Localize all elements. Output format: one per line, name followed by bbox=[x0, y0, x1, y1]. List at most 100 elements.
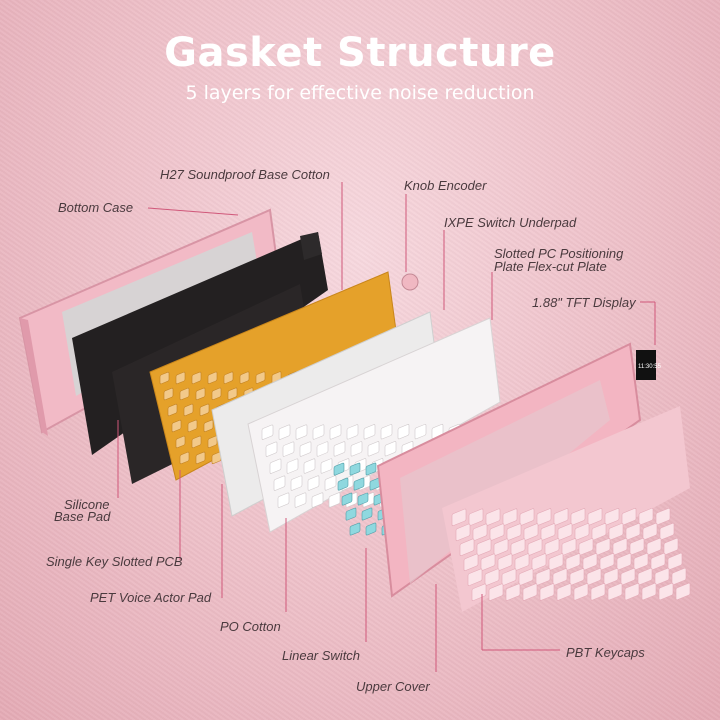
grid-cell bbox=[638, 507, 654, 526]
grid-cell bbox=[489, 523, 505, 541]
grid-cell bbox=[497, 553, 513, 571]
grid-cell bbox=[286, 458, 299, 474]
grid-cell bbox=[574, 523, 590, 541]
grid-cell bbox=[608, 523, 624, 541]
grid-cell bbox=[459, 538, 475, 556]
label-bottom-case: Bottom Case bbox=[58, 200, 134, 215]
grid-cell bbox=[586, 568, 602, 586]
grid-cell bbox=[488, 583, 504, 601]
grid-cell bbox=[451, 508, 467, 527]
grid-cell bbox=[654, 567, 670, 586]
grid-cell bbox=[595, 538, 611, 556]
grid-cell bbox=[463, 553, 479, 571]
grid-cell bbox=[556, 583, 572, 601]
grid-cell bbox=[397, 424, 410, 440]
grid-cell bbox=[667, 552, 683, 571]
grid-cell bbox=[527, 538, 543, 556]
grid-cell bbox=[493, 538, 509, 556]
label-linear-switch: Linear Switch bbox=[282, 648, 361, 663]
label-ixpe-underpad: IXPE Switch Underpad bbox=[444, 215, 577, 230]
grid-cell bbox=[261, 424, 274, 440]
grid-cell bbox=[303, 458, 316, 474]
grid-cell bbox=[163, 387, 174, 401]
grid-cell bbox=[625, 522, 641, 541]
grid-cell bbox=[480, 553, 496, 571]
label-po-cotton: PO Cotton bbox=[220, 619, 281, 634]
label-tft-display: 1.88" TFT Display bbox=[532, 295, 636, 310]
grid-cell bbox=[414, 424, 427, 440]
grid-cell bbox=[637, 567, 653, 586]
grid-cell bbox=[187, 419, 198, 433]
grid-cell bbox=[675, 582, 691, 601]
label-silicone-2: Base Pad bbox=[54, 509, 111, 524]
grid-cell bbox=[191, 371, 202, 385]
grid-cell bbox=[506, 523, 522, 541]
grid-cell bbox=[518, 568, 534, 586]
grid-cell bbox=[671, 567, 687, 586]
grid-cell bbox=[629, 537, 645, 556]
grid-cell bbox=[175, 435, 186, 449]
grid-cell bbox=[337, 477, 349, 491]
grid-cell bbox=[544, 538, 560, 556]
grid-cell bbox=[519, 508, 535, 526]
grid-cell bbox=[207, 435, 218, 448]
grid-cell bbox=[384, 441, 397, 457]
grid-cell bbox=[633, 552, 649, 571]
grid-cell bbox=[587, 508, 603, 526]
knob-encoder-icon bbox=[401, 273, 419, 291]
grid-cell bbox=[367, 441, 380, 457]
grid-cell bbox=[349, 522, 361, 536]
grid-cell bbox=[552, 568, 568, 586]
grid-cell bbox=[357, 492, 369, 506]
grid-cell bbox=[324, 475, 337, 491]
keycaps-layer bbox=[442, 406, 691, 612]
grid-cell bbox=[363, 424, 376, 440]
grid-cell bbox=[604, 508, 620, 526]
grid-cell bbox=[467, 568, 483, 586]
grid-cell bbox=[539, 583, 555, 601]
grid-cell bbox=[485, 508, 501, 526]
grid-cell bbox=[557, 523, 573, 541]
grid-cell bbox=[175, 371, 186, 385]
grid-cell bbox=[277, 492, 290, 508]
grid-cell bbox=[476, 538, 492, 556]
grid-cell bbox=[269, 458, 282, 474]
grid-cell bbox=[553, 508, 569, 526]
grid-cell bbox=[278, 424, 291, 440]
grid-cell bbox=[255, 371, 266, 384]
label-slotted-pc-1: Slotted PC Positioning bbox=[494, 246, 624, 261]
grid-cell bbox=[658, 582, 674, 601]
grid-cell bbox=[320, 458, 333, 474]
grid-cell bbox=[523, 523, 539, 541]
grid-cell bbox=[548, 553, 564, 571]
grid-cell bbox=[531, 553, 547, 571]
grid-cell bbox=[316, 441, 329, 457]
grid-cell bbox=[484, 568, 500, 586]
label-slotted-pc-2: Plate Flex-cut Plate bbox=[494, 259, 607, 274]
grid-cell bbox=[535, 568, 551, 586]
display-readout: 11:30:55 bbox=[638, 364, 662, 370]
grid-cell bbox=[655, 507, 671, 526]
grid-cell bbox=[569, 568, 585, 586]
grid-cell bbox=[294, 492, 307, 508]
grid-cell bbox=[599, 553, 615, 571]
grid-cell bbox=[612, 538, 628, 556]
grid-cell bbox=[570, 508, 586, 526]
grid-cell bbox=[591, 523, 607, 541]
grid-cell bbox=[171, 419, 182, 433]
grid-cell bbox=[380, 424, 393, 440]
grid-cell bbox=[561, 538, 577, 556]
grid-cell bbox=[349, 462, 361, 476]
grid-cell bbox=[641, 582, 657, 601]
grid-cell bbox=[329, 424, 342, 440]
grid-cell bbox=[195, 387, 206, 401]
grid-cell bbox=[223, 371, 234, 384]
grid-cell bbox=[311, 492, 324, 508]
grid-cell bbox=[624, 582, 640, 601]
grid-cell bbox=[642, 522, 658, 541]
grid-cell bbox=[179, 451, 190, 465]
leader-lines bbox=[117, 182, 656, 672]
grid-cell bbox=[536, 508, 552, 526]
grid-cell bbox=[472, 523, 488, 541]
grid-cell bbox=[607, 583, 623, 601]
